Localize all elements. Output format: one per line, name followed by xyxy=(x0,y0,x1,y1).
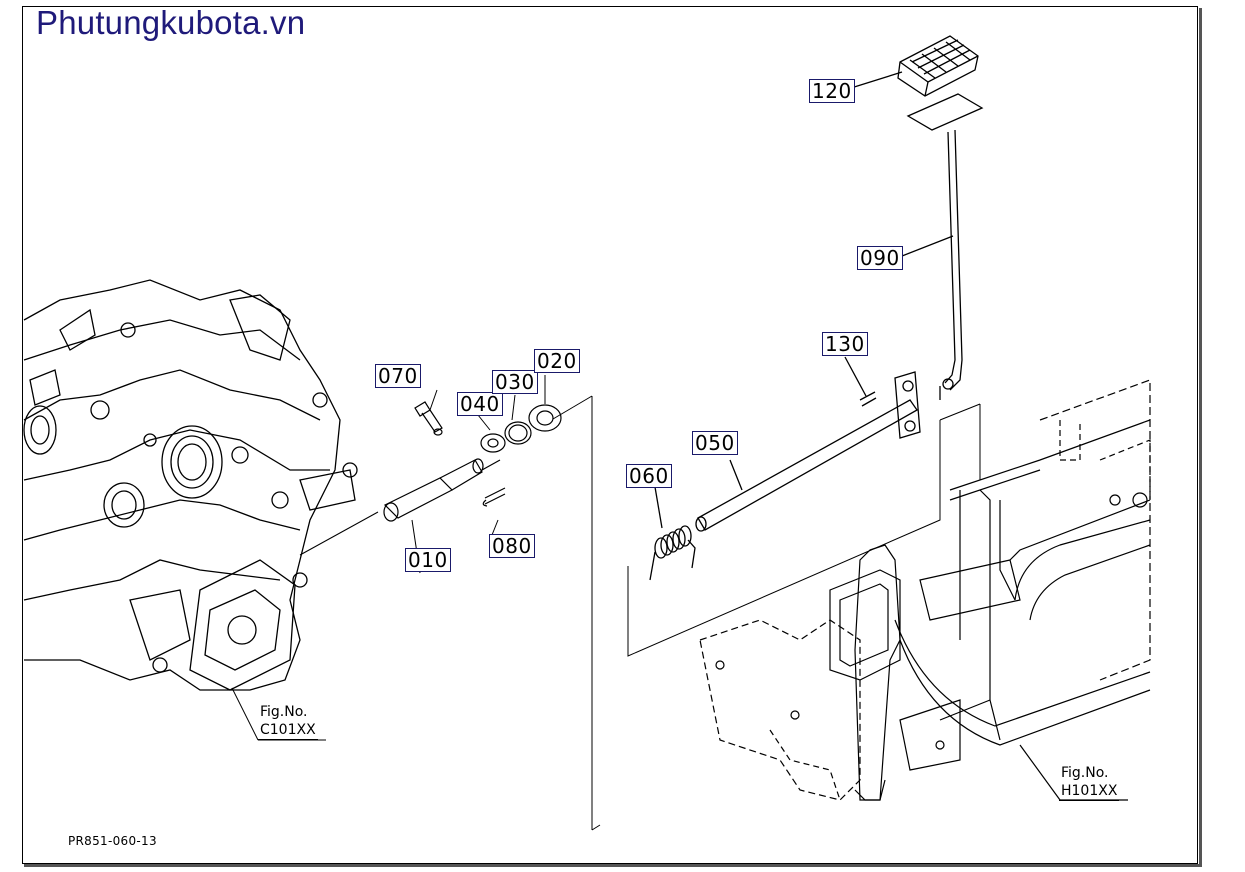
border-shadow-right xyxy=(1199,8,1202,866)
seal-020 xyxy=(528,404,562,432)
figure-ref-prefix: Fig.No. xyxy=(260,704,308,720)
callout-020[interactable]: 020 xyxy=(534,349,580,373)
callout-010[interactable]: 010 xyxy=(405,548,451,572)
bolt-070 xyxy=(414,401,443,436)
callout-070[interactable]: 070 xyxy=(375,364,421,388)
callout-080[interactable]: 080 xyxy=(489,534,535,558)
callout-130[interactable]: 130 xyxy=(822,332,868,356)
drawing-code: PR851-060-13 xyxy=(68,834,157,848)
snap-ring-030 xyxy=(504,421,532,445)
cotter-pin-080 xyxy=(482,487,506,507)
spring-060 xyxy=(649,486,696,581)
chassis-frame xyxy=(699,379,1151,801)
leader-lines-left xyxy=(231,375,601,831)
pin-010 xyxy=(383,458,501,522)
figure-ref-h101xx: Fig.No. H101XX xyxy=(1059,764,1120,801)
figure-ref-code[interactable]: H101XX xyxy=(1059,783,1120,801)
site-logo[interactable]: Phutungkubota.vn xyxy=(36,4,306,41)
figure-ref-code[interactable]: C101XX xyxy=(258,722,318,740)
figure-ref-prefix: Fig.No. xyxy=(1061,765,1109,781)
transmission-housing xyxy=(23,279,358,691)
callout-060[interactable]: 060 xyxy=(626,464,672,488)
assembly-outline xyxy=(627,403,981,657)
callout-040[interactable]: 040 xyxy=(457,392,503,416)
callout-090[interactable]: 090 xyxy=(857,246,903,270)
washer-040 xyxy=(480,433,506,453)
callout-050[interactable]: 050 xyxy=(692,431,738,455)
callout-030[interactable]: 030 xyxy=(492,370,538,394)
border-shadow-bottom xyxy=(24,864,1202,867)
callout-120[interactable]: 120 xyxy=(809,79,855,103)
shaft-050 xyxy=(695,356,921,532)
figure-ref-c101xx: Fig.No. C101XX xyxy=(258,703,318,740)
pedal-arm-090 xyxy=(901,93,984,400)
drawing-border xyxy=(22,6,1198,864)
pedal-pad-120 xyxy=(850,35,979,97)
